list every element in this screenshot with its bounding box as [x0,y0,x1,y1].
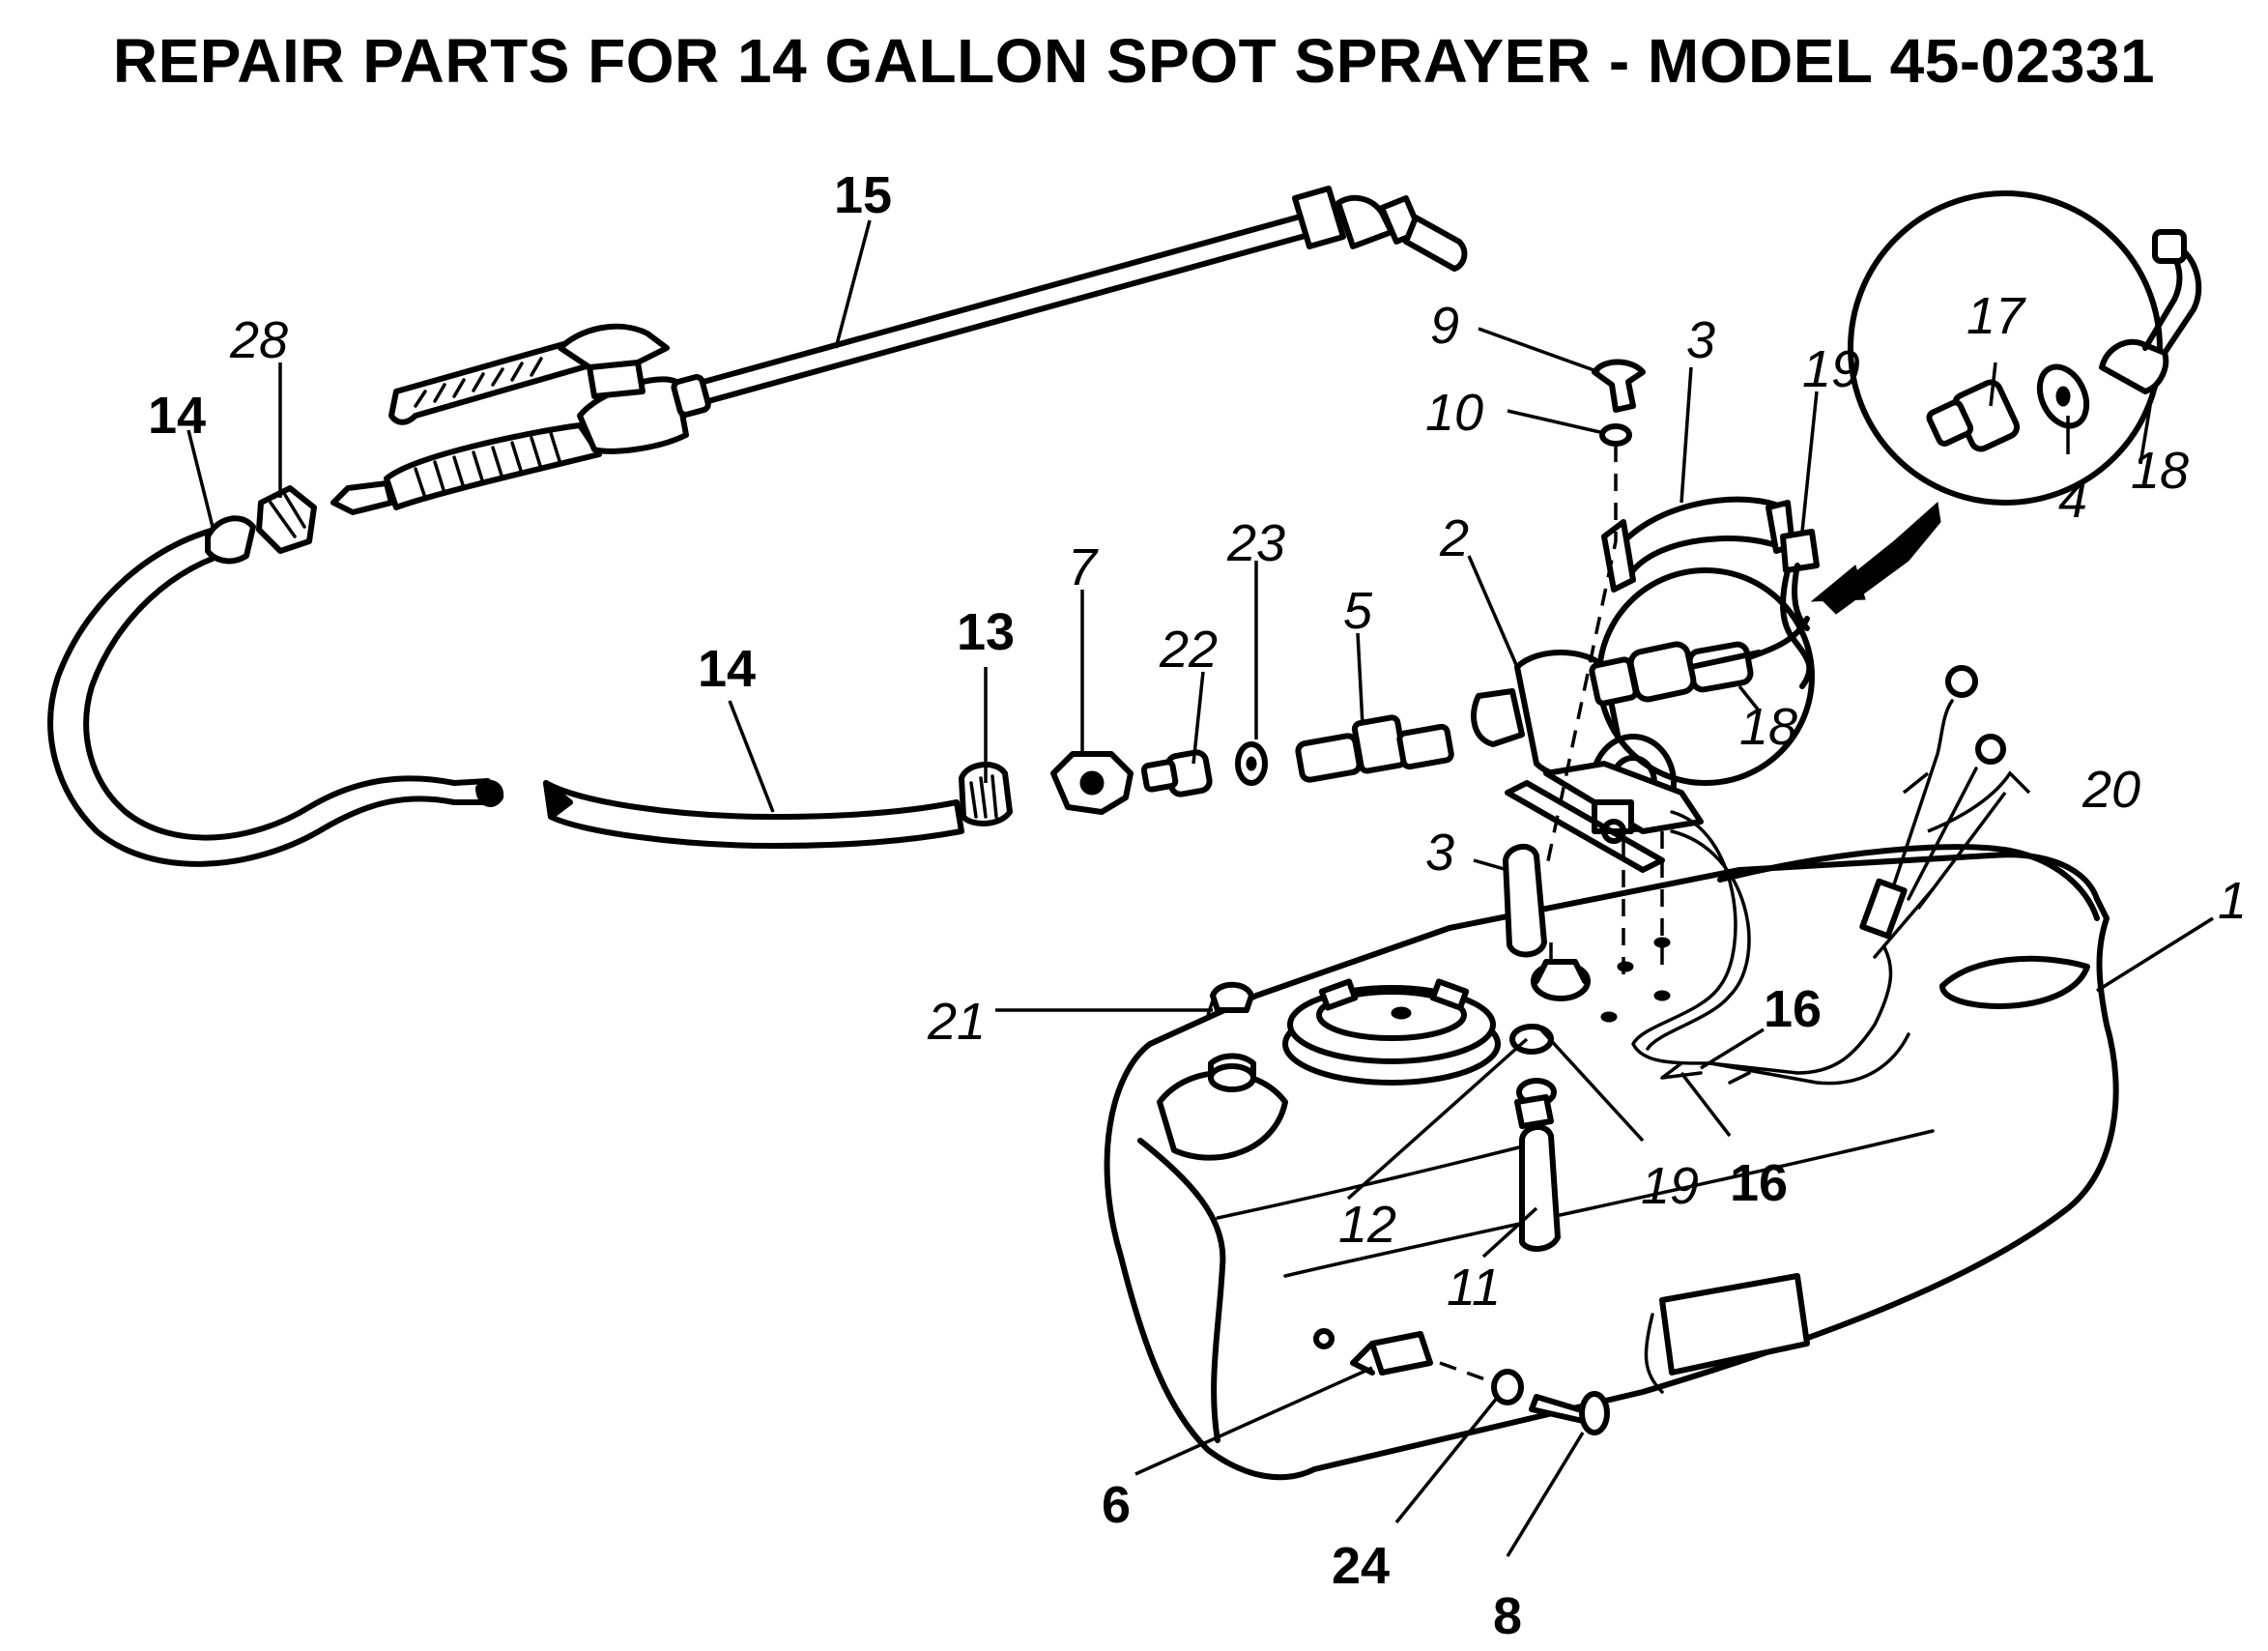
callout-19-lower: 19 [1641,1157,1699,1215]
washer-part [1599,423,1632,447]
callout-12: 12 [1338,1196,1396,1254]
hose-clamp-part [959,761,1013,826]
callout-10: 10 [1425,384,1483,442]
lock-washer-part [1491,1369,1524,1405]
callout-20: 20 [2081,761,2140,819]
callout-labels: 1 2 3 3 4 5 6 7 8 9 10 11 12 13 14 14 15… [148,166,2247,1645]
callout-15: 15 [834,166,892,224]
hose-long-part [47,515,504,867]
nipple-part [1295,714,1454,783]
callout-19-upper: 19 [1802,340,1860,398]
callout-13: 13 [957,603,1015,661]
callout-3-upper: 3 [1686,311,1715,369]
tank-part [1104,844,2119,1481]
callout-17: 17 [1967,287,2026,345]
screw-part [1529,1391,1610,1435]
leader-lines [187,219,2214,1557]
hose-adapter-part [1140,749,1213,797]
coupling-nut-part [1050,751,1134,815]
wire-harness-part [1631,665,2006,1086]
callout-5: 5 [1343,582,1373,640]
callout-8: 8 [1493,1587,1522,1645]
callout-11: 11 [1447,1259,1501,1317]
callout-28: 28 [229,311,288,369]
elbow-part [2099,229,2202,394]
callout-23: 23 [1226,514,1285,572]
detail-inset [1596,190,2202,786]
callout-1: 1 [2218,872,2247,930]
callout-2: 2 [1439,509,1469,567]
callout-22: 22 [1159,621,1218,679]
nozzle-part [1926,379,2021,452]
callout-9: 9 [1430,297,1459,355]
small-detail-fitting [1589,641,1762,712]
callout-18-inset: 18 [2131,442,2189,500]
callout-3-lower: 3 [1425,824,1454,882]
callout-14-center: 14 [698,640,756,698]
callout-18-detail: 18 [1739,698,1797,756]
hose-short-part [543,780,964,849]
callout-16-lower: 16 [1730,1154,1788,1212]
bracket-part [1601,496,1795,593]
callout-21: 21 [927,993,986,1051]
pump-part [1471,650,1704,873]
mount-clip-part [1313,1328,1433,1376]
callout-14-left: 14 [148,387,206,445]
cap-part [1210,981,1254,1013]
callout-7: 7 [1068,538,1099,596]
hose-clamp-28-part [256,485,317,554]
bolt-part [1592,359,1646,413]
spray-wand-part [330,186,1468,515]
clip-part [1503,844,1547,958]
callout-16-upper: 16 [1764,980,1822,1038]
diagram-title: REPAIR PARTS FOR 14 GALLON SPOT SPRAYER … [112,26,2156,96]
callout-4: 4 [2058,471,2087,529]
callout-6: 6 [1102,1476,1131,1534]
callout-24: 24 [1332,1537,1390,1595]
bolt-alignment-line [1544,445,1618,871]
hose-barb-part [1235,741,1268,786]
